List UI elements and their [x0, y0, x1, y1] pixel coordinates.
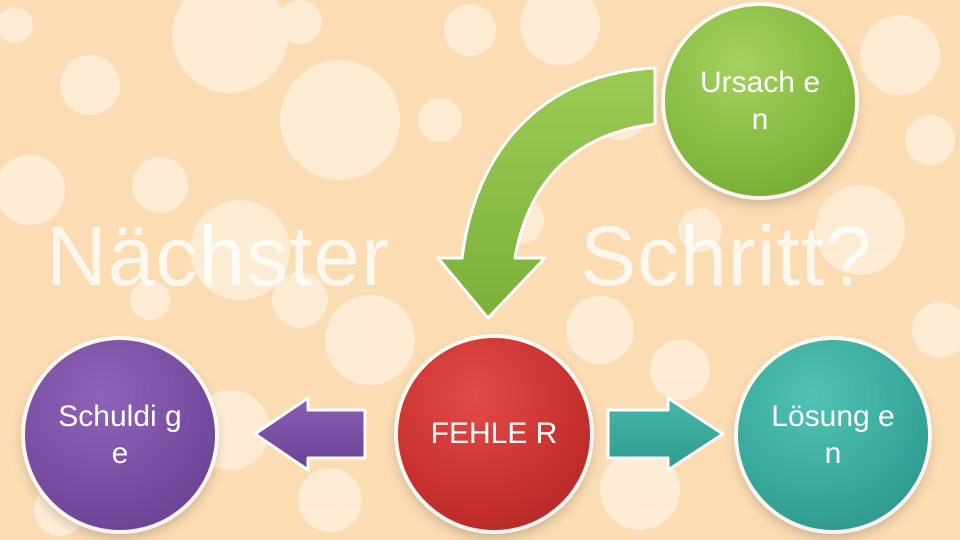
arrow-fehler-to-loesungen: [606, 396, 725, 472]
node-ursachen: Ursach en: [665, 6, 855, 196]
headline-word-1: Nächster: [46, 209, 391, 303]
node-schuldige: Schuldi ge: [25, 340, 215, 530]
arrow-fehler-to-schuldige: [253, 396, 367, 472]
node-fehler: FEHLE R: [398, 338, 590, 530]
node-fehler-label: FEHLE R: [430, 417, 558, 451]
curved-arrow-ursachen-to-fehler: [436, 66, 657, 320]
node-loesungen-label: Lösung en: [771, 399, 895, 471]
headline-word-2: Schritt?: [580, 209, 873, 303]
node-schuldige-label: Schuldi ge: [58, 399, 182, 471]
node-ursachen-label: Ursach en: [699, 65, 821, 137]
node-loesungen: Lösung en: [738, 340, 928, 530]
